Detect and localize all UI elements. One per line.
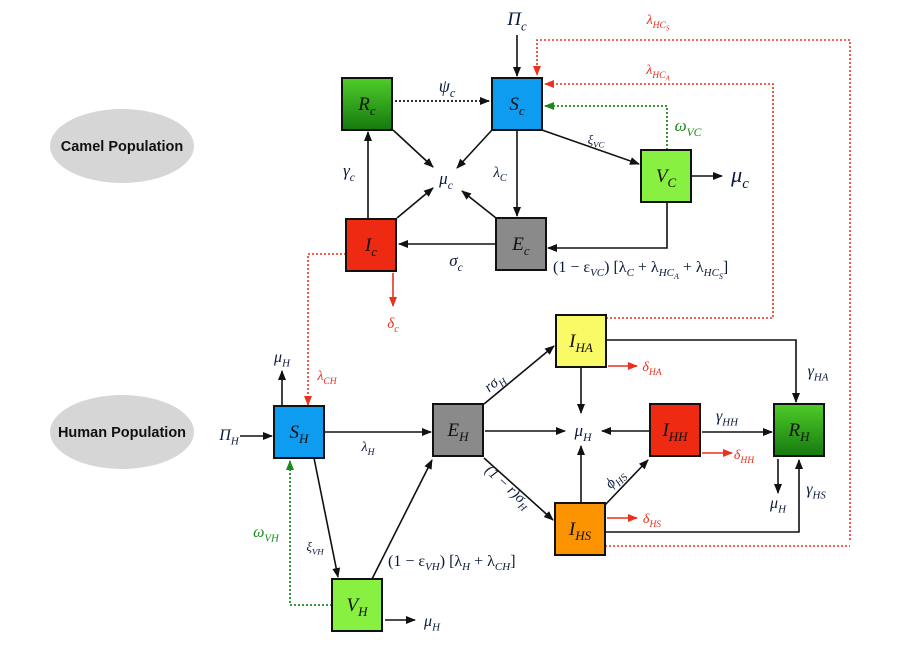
label-mu-h-vh: μH [423,613,441,633]
edge-sc-muc [456,129,493,169]
edge-iha-rh [606,339,800,403]
compartment-sh: SH [273,405,325,459]
label-mu-h-center: μH [574,421,593,444]
edge-vh-eh [371,459,433,580]
edge-sh-vh [313,457,341,578]
compartment-vc: VC [640,149,692,203]
edge-ic-sh-transmission [304,253,346,406]
compartment-box [491,77,543,131]
label-delta-c: δc [387,316,399,335]
label-mu-c-right: μc [730,162,749,192]
edge-vc-ec [547,201,668,252]
label-omega-vc: ωVC [675,116,702,139]
compartment-box [331,578,383,632]
label-lambda-ch: λCH [316,369,337,387]
compartment-rh: RH [773,403,825,457]
compartment-box [345,218,397,272]
compartment-label: Ic [364,235,377,259]
compartment-label: RH [788,420,811,444]
camel-population-label: Camel Population [61,139,183,155]
label-vh-force: (1 − εVH) [λH + λCH] [388,553,516,573]
compartment-box [432,403,484,457]
compartment-vh: VH [331,578,383,632]
compartment-label: IHS [568,519,592,543]
edge-rc-muc [392,129,434,168]
label-sigma-c: σc [449,251,463,274]
compartment-label: Rc [357,94,376,118]
edge-eh-iha [483,345,555,405]
edge-ihs-sc-transmission [533,39,851,540]
label-gamma-hs: γHS [806,481,826,501]
label-gamma-c: γc [343,161,355,184]
compartment-rc: Rc [341,77,393,131]
label-lambda-hcs: λHCS [646,13,670,33]
compartment-box [495,217,547,271]
edge-ec-muc [461,190,497,219]
label-lambda-hca: λHCA [645,63,670,83]
label-delta-ha: δHA [642,360,661,378]
edge-sc-vc [541,129,640,165]
label-lambda-h: λH [361,440,376,458]
compartment-label: VC [656,166,677,190]
label-pi-c: Πc [506,9,527,33]
edge-eh-ihs [483,457,554,521]
edge-vh-sh-waning [286,460,332,606]
compartment-box [341,77,393,131]
label-psi-c: ψc [439,76,456,100]
compartment-label: Sc [509,94,525,118]
compartment-label: IHH [661,420,688,444]
edge-ic-muc [396,187,434,219]
compartment-label: EH [447,420,470,444]
compartment-label: SH [290,422,310,446]
label-xi-vc: ξVC [588,132,605,150]
compartment-box [555,314,607,368]
compartment-ic: Ic [345,218,397,272]
edge-iha-sc-transmission [544,80,774,319]
compartment-ihs: IHS [554,502,606,556]
label-omega-vh: ωVH [253,524,280,544]
edge-ihs-ihh [604,459,649,506]
label-mu-h-sh: μH [273,349,291,369]
label-gamma-hh: γHH [716,408,739,428]
label-one-minus-r-sigma-h: (1 − r)σH [479,462,534,514]
compartment-iha: IHA [555,314,607,368]
compartment-label: VH [347,595,369,619]
compartment-box [554,502,606,556]
human-population-label: Human Population [58,425,186,441]
label-phi-hs: ϕHS [602,466,630,494]
edge-vc-sc-waning [544,102,668,150]
edge-ihs-rh [605,459,803,533]
label-mu-h-rh: μH [769,495,787,515]
compartment-box [273,405,325,459]
compartment-box [773,403,825,457]
camel-population-badge: Camel Population [50,109,194,183]
label-delta-hh: δHH [734,448,755,466]
compartment-label: IHA [568,331,593,355]
compartment-ihh: IHH [649,403,701,457]
label-gamma-ha: γHA [808,363,829,383]
compartment-eh: EH [432,403,484,457]
compartment-box [649,403,701,457]
label-mu-c-center: μc [438,169,453,192]
label-xi-vh: ξVH [306,539,324,557]
label-pi-h: ΠH [218,427,240,447]
compartment-label: Ec [511,234,530,258]
human-population-badge: Human Population [50,395,194,469]
label-lambda-c: λC [492,165,507,184]
label-delta-hs: δHS [643,512,661,530]
compartment-box [640,149,692,203]
label-vc-force: (1 − εVC) [λC + λHCA + λHCS] [553,259,728,281]
compartment-ec: Ec [495,217,547,271]
compartment-sc: Sc [491,77,543,131]
